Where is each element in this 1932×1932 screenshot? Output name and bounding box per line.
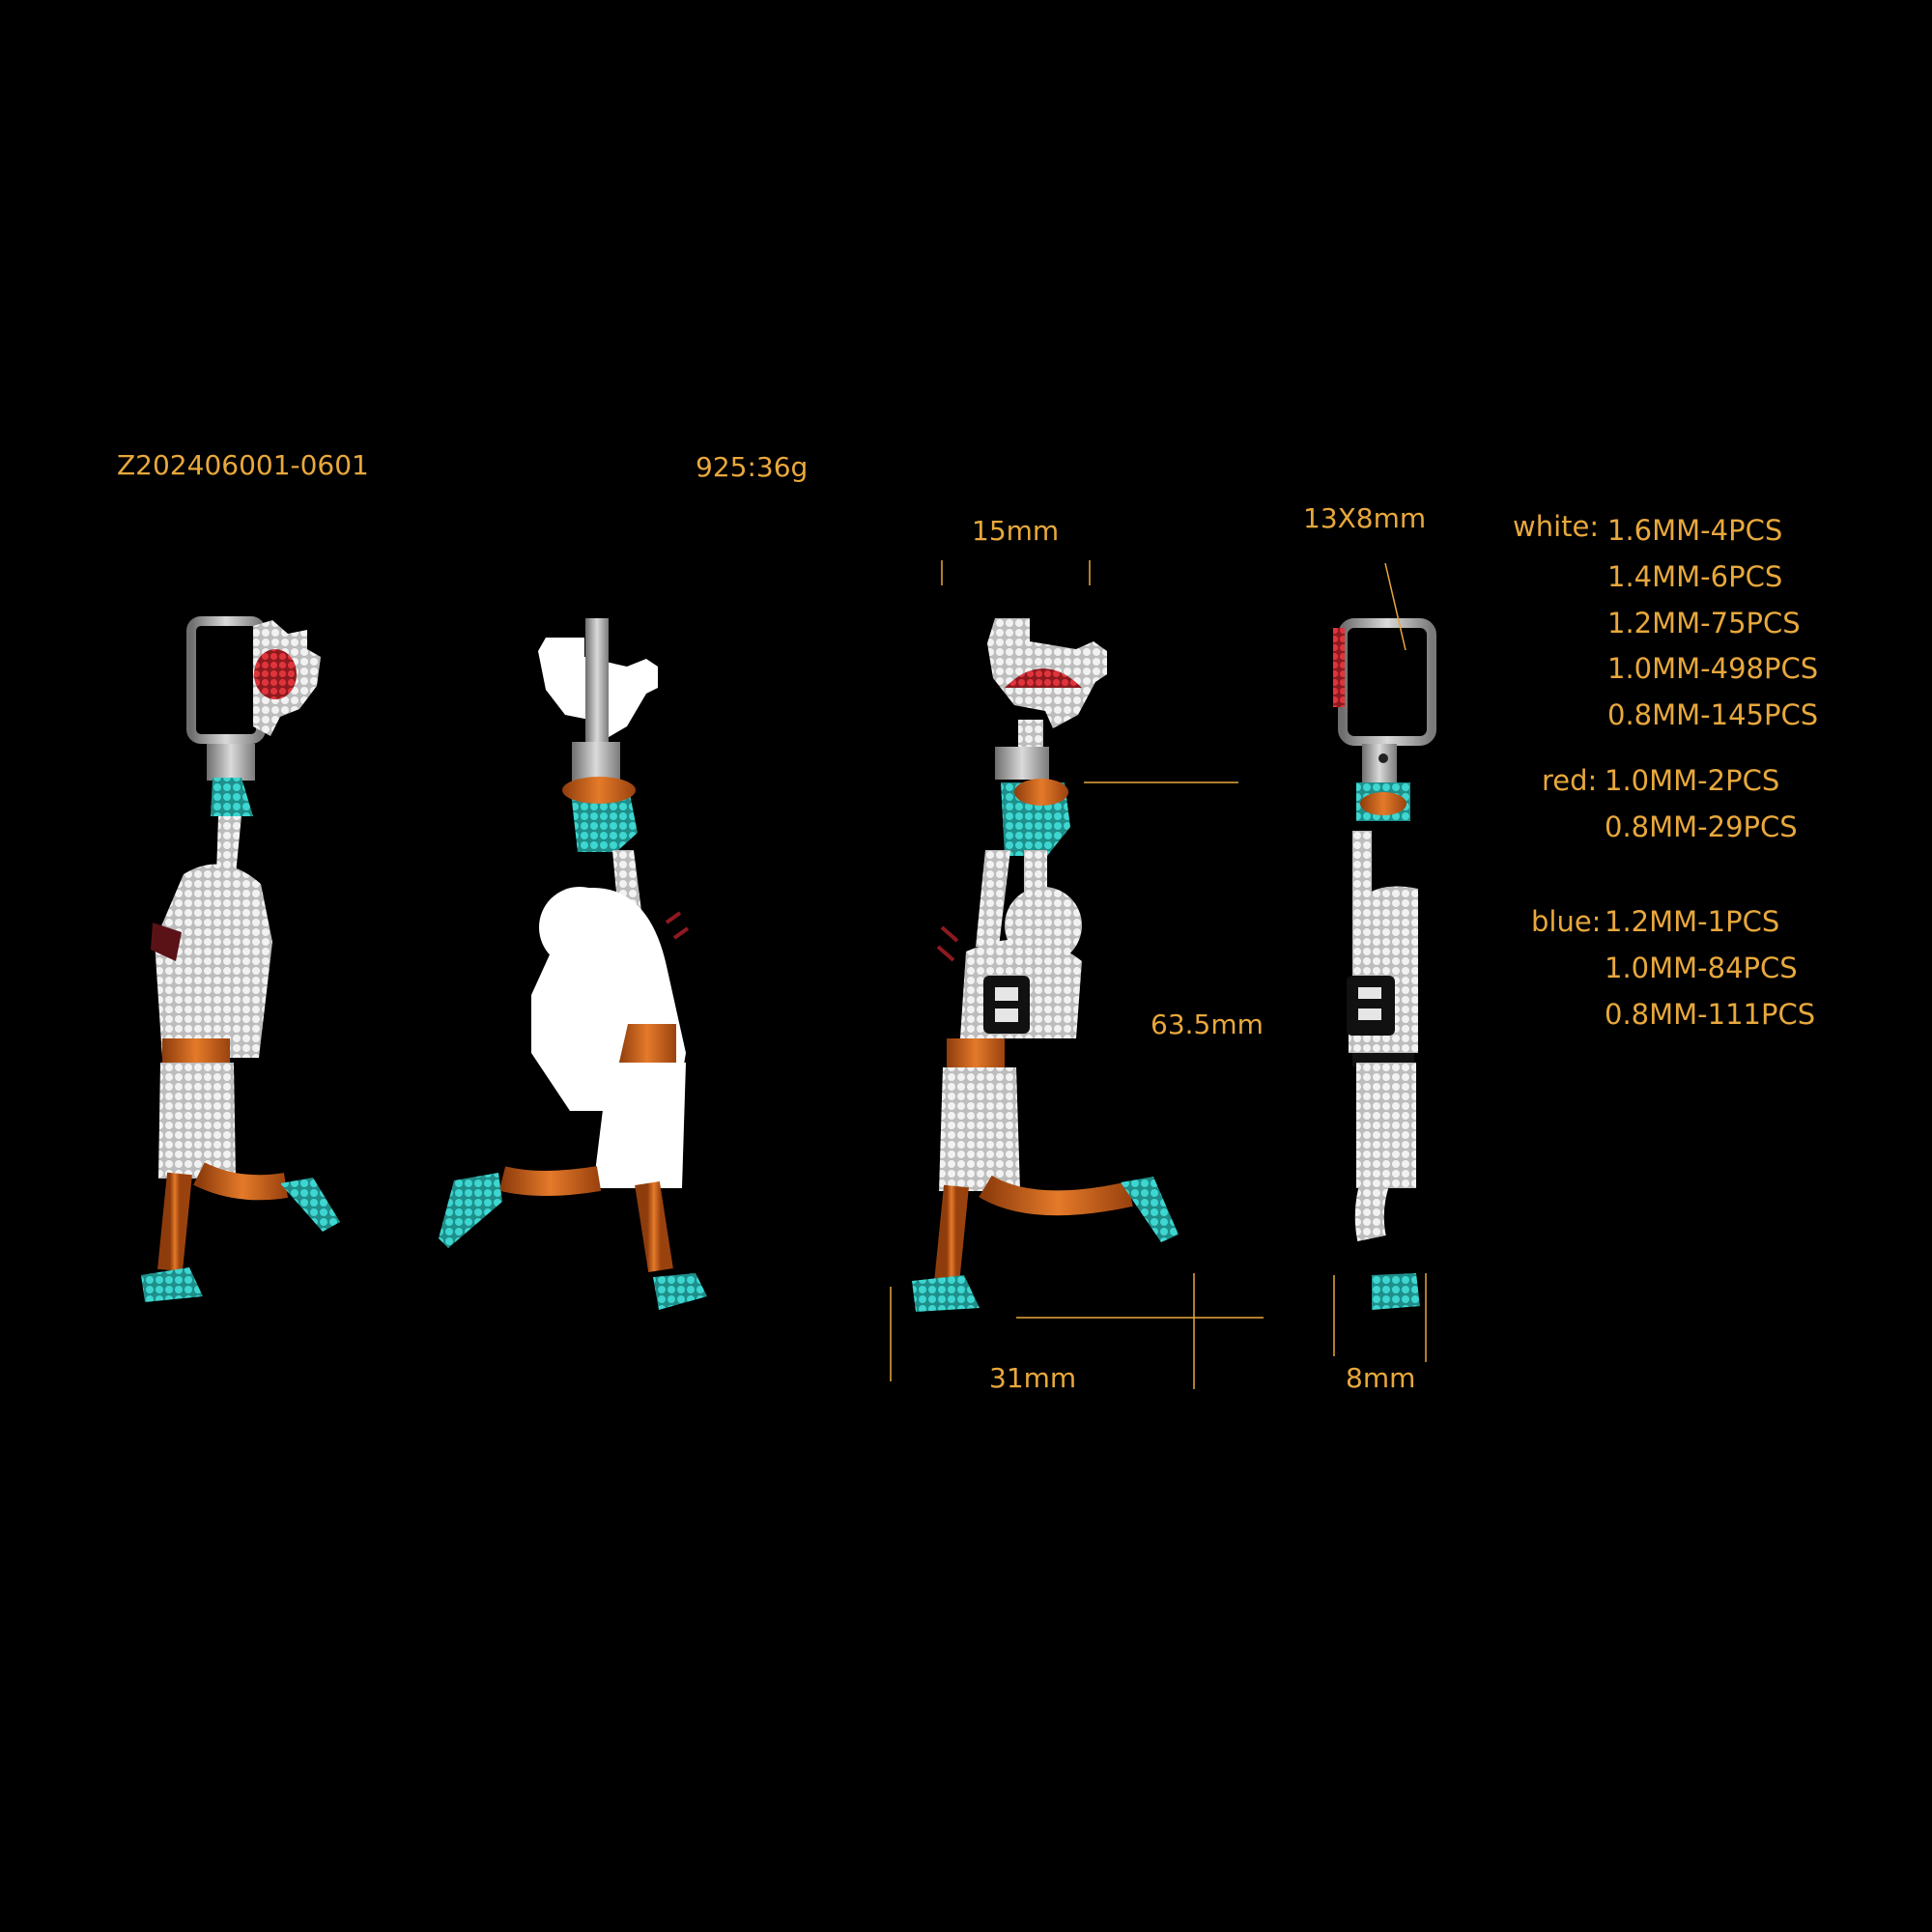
pendant-side-view-left [141, 616, 340, 1302]
stone-item: 0.8MM-145PCS [1607, 698, 1819, 731]
model-code-label: Z202406001-0601 [117, 449, 369, 481]
dimension-thickness: 8mm [1346, 1362, 1416, 1394]
dimension-height: 63.5mm [1151, 1009, 1264, 1040]
stone-item: 1.2MM-1PCS [1605, 905, 1780, 938]
stone-item: 0.8MM-29PCS [1605, 810, 1798, 843]
stone-item: 0.8MM-111PCS [1605, 998, 1816, 1031]
stone-group-blue-label: blue: [1531, 905, 1602, 938]
pendant-side-view-right [1333, 618, 1436, 1310]
metal-weight-label: 925:36g [696, 451, 809, 483]
stone-group-white-label: white: [1513, 510, 1600, 543]
dimension-lines [890, 560, 1427, 1389]
dimension-width-bottom: 31mm [989, 1362, 1077, 1394]
stone-item: 1.6MM-4PCS [1607, 514, 1783, 547]
stone-item: 1.0MM-498PCS [1607, 652, 1819, 685]
stone-item: 1.0MM-2PCS [1605, 764, 1780, 797]
dimension-width-top: 15mm [972, 515, 1060, 547]
pendant-back-view [439, 618, 707, 1310]
jersey-number-patch [983, 976, 1030, 1034]
stone-item: 1.2MM-75PCS [1607, 607, 1801, 639]
stone-item: 1.4MM-6PCS [1607, 560, 1783, 593]
pendant-front-view [912, 618, 1179, 1312]
jersey-number-patch-side [1347, 976, 1395, 1036]
dimension-bail: 13X8mm [1303, 502, 1427, 534]
stone-item: 1.0MM-84PCS [1605, 952, 1798, 984]
stone-group-red-label: red: [1542, 764, 1598, 797]
